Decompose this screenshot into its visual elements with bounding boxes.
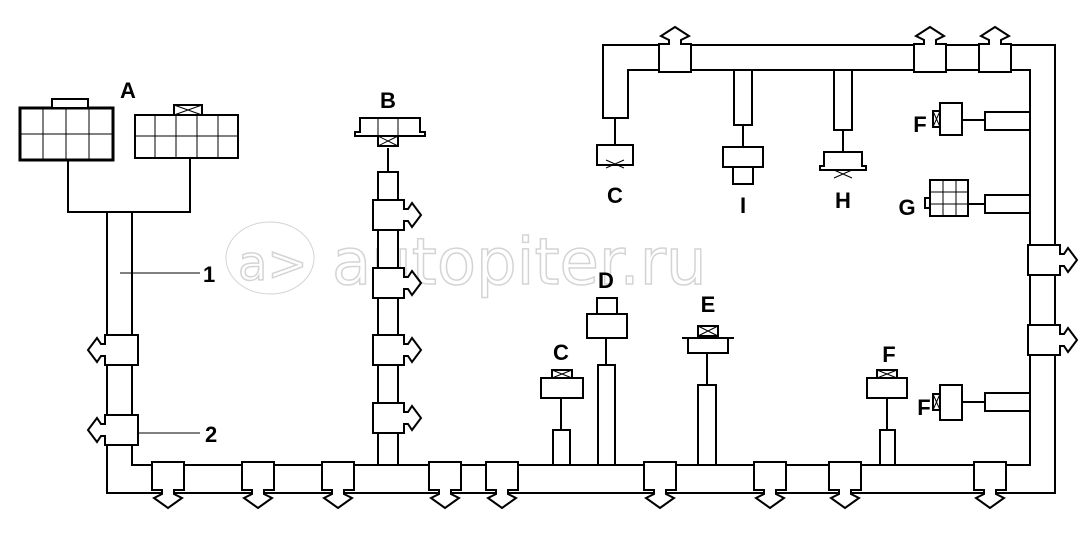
harness-clip-icon [372,402,423,434]
connector-f-bottom: F [866,342,908,466]
watermark-logo: a> autopiter.ru [225,221,707,301]
harness-clip-icon [1027,324,1078,356]
connector-f-right-lower: F [917,384,1031,421]
harness-clip-icon [241,461,275,510]
harness-clip-icon [643,461,677,510]
connector-f-top: F [913,102,1031,137]
connector-a: A [18,78,239,213]
callout-1: 1 [120,262,215,287]
svg-text:C: C [607,183,623,208]
svg-text:F: F [917,395,930,420]
harness-clip-icon [658,25,692,73]
harness-clip-icon [86,414,139,446]
harness-clips [86,25,1078,510]
svg-text:C: C [553,340,569,365]
svg-text:2: 2 [205,422,217,447]
harness-clip-icon [372,199,423,231]
harness-main [106,44,1056,494]
harness-clip-icon [973,461,1007,510]
svg-text:H: H [835,188,851,213]
harness-clip-icon [753,461,787,510]
harness-clip-icon [828,461,862,510]
harness-clip-icon [151,461,185,510]
svg-text:a>: a> [238,236,308,292]
label-b: B [380,88,396,113]
harness-clip-icon [428,461,462,510]
svg-text:F: F [882,342,895,367]
svg-text:D: D [598,268,614,293]
connector-i: I [722,69,764,218]
harness-clip-icon [372,334,423,366]
harness-clip-icon [913,25,947,73]
connector-c-bottom: C [540,340,584,466]
harness-clip-icon [321,461,355,510]
svg-text:F: F [913,112,926,137]
harness-clip-icon [485,461,519,510]
harness-clip-icon [372,267,423,299]
svg-text:E: E [701,292,716,317]
connector-d: D [586,268,628,466]
harness-clip-icon [1027,244,1078,276]
connector-g: G [898,179,1031,220]
connector-h: H [819,69,867,213]
connector-e: E [682,292,734,466]
harness-clip-icon [86,334,139,366]
label-a: A [120,78,136,103]
harness-clip-icon [978,25,1012,73]
svg-text:G: G [898,195,915,220]
connector-c-top: C [596,118,634,208]
svg-text:I: I [740,193,746,218]
svg-text:1: 1 [203,262,215,287]
connector-b: B [354,88,426,466]
